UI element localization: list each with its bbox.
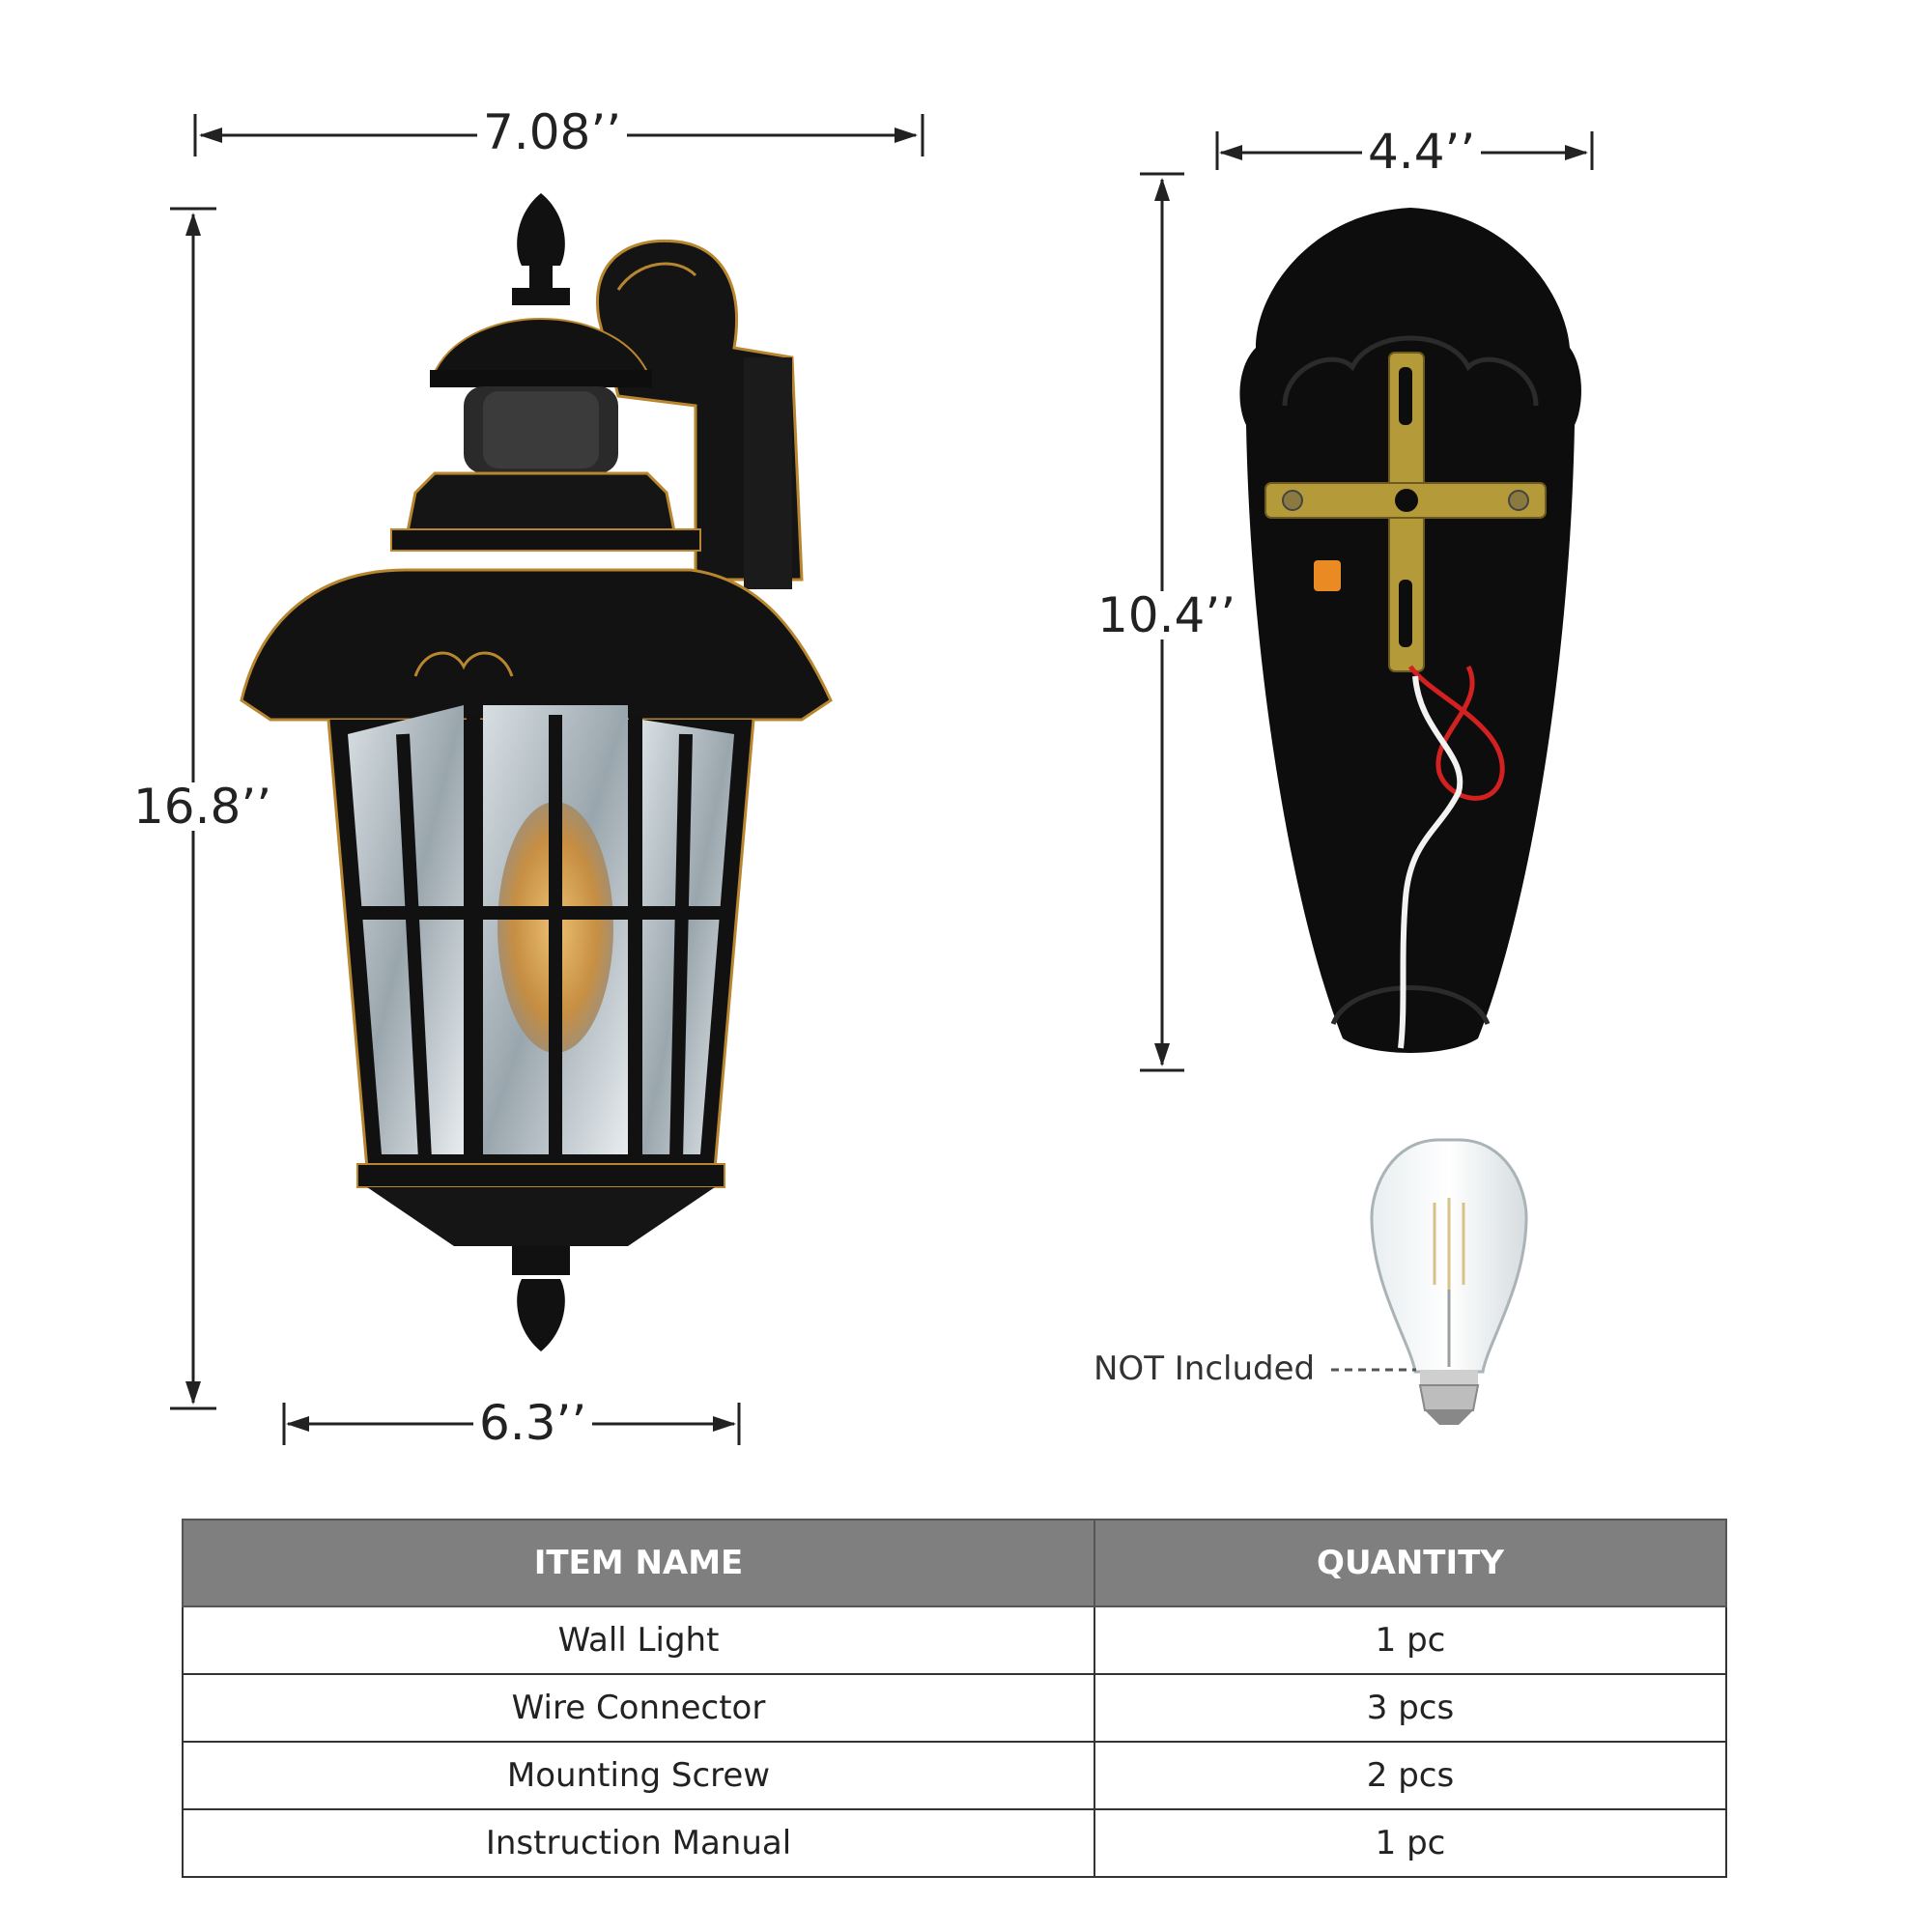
item-quantity-cell: 3 pcs xyxy=(1094,1673,1727,1743)
item-name-cell: Wire Connector xyxy=(182,1673,1095,1743)
item-quantity-cell: 2 pcs xyxy=(1094,1741,1727,1810)
package-contents-table: ITEM NAME QUANTITY Wall Light 1 pc Wire … xyxy=(182,1519,1727,1878)
header-quantity: QUANTITY xyxy=(1094,1519,1727,1607)
plate-height-label: 10.4’’ xyxy=(1092,591,1242,639)
table-row: Instruction Manual 1 pc xyxy=(182,1808,1727,1878)
edison-bulb-illustration xyxy=(1331,1138,1528,1425)
backplate-illustration xyxy=(1239,208,1581,1053)
bulb-not-included-note: NOT Included xyxy=(1094,1350,1316,1388)
item-name-cell: Wall Light xyxy=(182,1605,1095,1675)
item-name-cell: Instruction Manual xyxy=(182,1808,1095,1878)
wall-lantern-illustration xyxy=(240,193,833,1351)
table-header-row: ITEM NAME QUANTITY xyxy=(182,1519,1727,1607)
table-row: Wall Light 1 pc xyxy=(182,1605,1727,1675)
table-row: Mounting Screw 2 pcs xyxy=(182,1741,1727,1810)
top-width-label: 7.08’’ xyxy=(477,108,628,156)
total-height-label: 16.8’’ xyxy=(128,782,278,831)
item-quantity-cell: 1 pc xyxy=(1094,1808,1727,1878)
table-row: Wire Connector 3 pcs xyxy=(182,1673,1727,1743)
bottom-width-label: 6.3’’ xyxy=(473,1399,593,1447)
item-quantity-cell: 1 pc xyxy=(1094,1605,1727,1675)
item-name-cell: Mounting Screw xyxy=(182,1741,1095,1810)
header-item-name: ITEM NAME xyxy=(182,1519,1095,1607)
plate-width-label: 4.4’’ xyxy=(1362,128,1482,176)
